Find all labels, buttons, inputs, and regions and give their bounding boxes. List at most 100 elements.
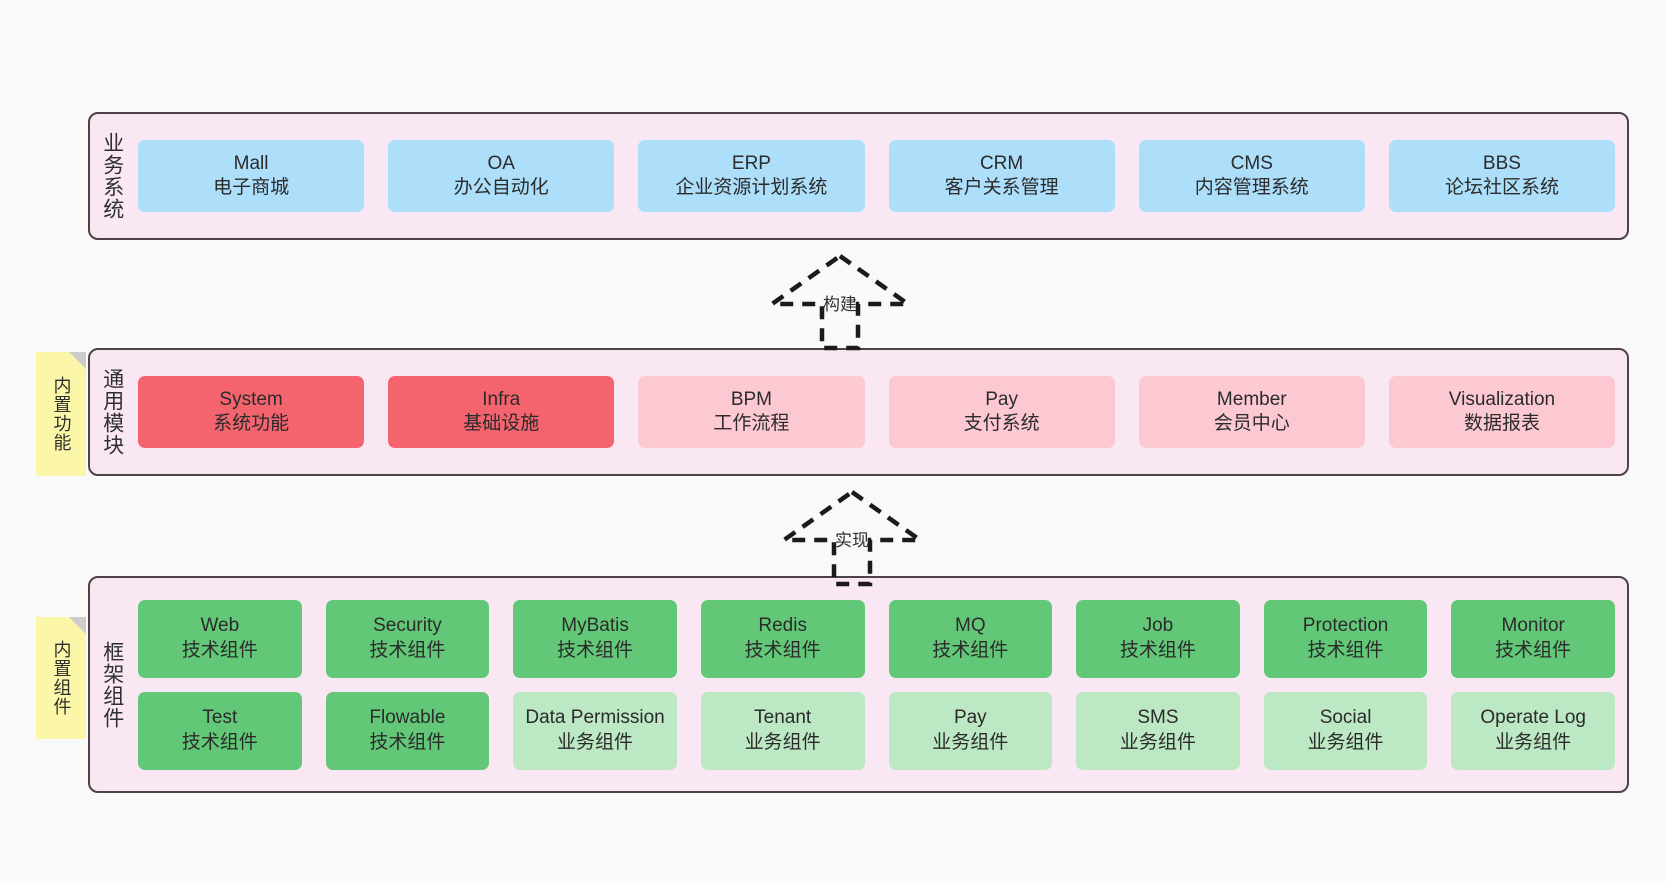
card-title: Redis <box>758 615 807 637</box>
layer-body-framework: Web 技术组件 Security 技术组件 MyBatis 技术组件 Redi… <box>134 578 1627 791</box>
card-subtitle: 技术组件 <box>369 639 446 661</box>
card-erp[interactable]: ERP 企业资源计划系统 <box>638 140 865 212</box>
note-fold-corner-icon <box>69 352 86 369</box>
connector-build: 构建 <box>760 253 920 351</box>
card-row: Test 技术组件 Flowable 技术组件 Data Permission … <box>138 691 1615 770</box>
card-subtitle: 技术组件 <box>1307 639 1384 661</box>
card-social[interactable]: Social 业务组件 <box>1263 691 1428 770</box>
card-subtitle: 技术组件 <box>932 639 1009 661</box>
card-subtitle: 技术组件 <box>181 639 258 661</box>
card-member[interactable]: Member 会员中心 <box>1138 376 1365 448</box>
layer-body-modules: System 系统功能 Infra 基础设施 BPM 工作流程 Pay 支付系统… <box>134 350 1627 474</box>
card-row: Web 技术组件 Security 技术组件 MyBatis 技术组件 Redi… <box>138 599 1615 678</box>
card-redis[interactable]: Redis 技术组件 <box>700 599 865 678</box>
card-protection[interactable]: Protection 技术组件 <box>1263 599 1428 678</box>
card-subtitle: 办公自动化 <box>453 177 549 198</box>
card-visualization[interactable]: Visualization 数据报表 <box>1388 376 1616 448</box>
dashed-hollow-arrow-up-icon <box>776 489 928 587</box>
card-subtitle: 技术组件 <box>181 731 258 753</box>
card-subtitle: 业务组件 <box>557 731 634 753</box>
card-mybatis[interactable]: MyBatis 技术组件 <box>513 599 677 678</box>
note-builtin-components: 内置组件 <box>36 617 86 739</box>
note-fold-corner-icon <box>69 617 86 634</box>
card-data-permission[interactable]: Data Permission 业务组件 <box>513 691 677 770</box>
layer-title-framework: 框架组件 <box>100 640 124 729</box>
card-title: BPM <box>730 388 773 410</box>
card-subtitle: 业务组件 <box>1495 731 1572 753</box>
card-infra[interactable]: Infra 基础设施 <box>388 376 615 448</box>
card-title: Pay <box>953 707 987 729</box>
card-subtitle: 技术组件 <box>1119 639 1196 661</box>
card-crm[interactable]: CRM 客户关系管理 <box>888 140 1115 212</box>
card-subtitle: 企业资源计划系统 <box>675 177 828 198</box>
card-sms[interactable]: SMS 业务组件 <box>1076 691 1240 770</box>
connector-implement: 实现 <box>772 489 932 587</box>
layer-title-business: 业务系统 <box>100 132 124 220</box>
card-title: CRM <box>979 152 1024 174</box>
card-title: Operate Log <box>1480 707 1586 729</box>
card-title: Member <box>1216 388 1287 410</box>
card-subtitle: 业务组件 <box>1119 731 1196 753</box>
layer-title-modules: 通用模块 <box>100 368 124 456</box>
card-title: Data Permission <box>525 707 665 729</box>
note-label: 内置组件 <box>51 640 72 716</box>
card-mq[interactable]: MQ 技术组件 <box>888 599 1053 678</box>
card-mall[interactable]: Mall 电子商城 <box>138 140 365 212</box>
card-title: Infra <box>482 388 521 410</box>
card-subtitle: 内容管理系统 <box>1194 177 1309 198</box>
card-title: Monitor <box>1501 615 1565 637</box>
layer-body-business: Mall 电子商城 OA 办公自动化 ERP 企业资源计划系统 CRM 客户关系… <box>134 114 1627 238</box>
card-subtitle: 业务组件 <box>1307 731 1384 753</box>
card-bbs[interactable]: BBS 论坛社区系统 <box>1388 140 1616 212</box>
card-test[interactable]: Test 技术组件 <box>138 691 302 770</box>
card-subtitle: 基础设施 <box>463 413 540 434</box>
dashed-hollow-arrow-up-icon <box>764 253 916 351</box>
card-oa[interactable]: OA 办公自动化 <box>388 140 615 212</box>
card-subtitle: 业务组件 <box>744 731 821 753</box>
card-title: Web <box>200 615 240 637</box>
card-subtitle: 电子商城 <box>213 177 290 198</box>
card-subtitle: 数据报表 <box>1463 413 1540 434</box>
card-tenant[interactable]: Tenant 业务组件 <box>700 691 865 770</box>
card-title: Visualization <box>1448 388 1556 410</box>
card-subtitle: 技术组件 <box>369 731 446 753</box>
note-builtin-functions: 内置功能 <box>36 352 86 476</box>
card-web[interactable]: Web 技术组件 <box>138 599 302 678</box>
connector-label: 构建 <box>823 295 857 314</box>
card-subtitle: 工作流程 <box>713 413 790 434</box>
card-system[interactable]: System 系统功能 <box>138 376 365 448</box>
card-operate-log[interactable]: Operate Log 业务组件 <box>1451 691 1615 770</box>
card-title: OA <box>487 152 515 174</box>
card-title: MQ <box>955 615 986 637</box>
connector-label: 实现 <box>835 531 869 550</box>
note-label: 内置功能 <box>51 376 72 452</box>
card-title: Pay <box>985 388 1018 410</box>
card-subtitle: 业务组件 <box>932 731 1009 753</box>
card-row: System 系统功能 Infra 基础设施 BPM 工作流程 Pay 支付系统… <box>138 376 1616 448</box>
card-subtitle: 客户关系管理 <box>944 177 1059 198</box>
card-title: BBS <box>1482 152 1521 174</box>
layer-common-modules: 通用模块 System 系统功能 Infra 基础设施 BPM 工作流程 Pay… <box>88 348 1629 476</box>
card-subtitle: 支付系统 <box>963 413 1040 434</box>
card-title: Job <box>1142 615 1174 637</box>
card-title: Test <box>202 707 238 729</box>
card-monitor[interactable]: Monitor 技术组件 <box>1451 599 1615 678</box>
card-flowable[interactable]: Flowable 技术组件 <box>325 691 490 770</box>
card-title: Flowable <box>369 707 446 729</box>
card-pay-component[interactable]: Pay 业务组件 <box>888 691 1053 770</box>
card-title: MyBatis <box>561 615 629 637</box>
layer-framework-components: 框架组件 Web 技术组件 Security 技术组件 MyBatis 技术组件… <box>88 576 1629 793</box>
card-title: Social <box>1319 707 1372 729</box>
card-row: Mall 电子商城 OA 办公自动化 ERP 企业资源计划系统 CRM 客户关系… <box>138 140 1616 212</box>
card-title: CMS <box>1230 152 1273 174</box>
card-title: Protection <box>1302 615 1389 637</box>
layer-business-systems: 业务系统 Mall 电子商城 OA 办公自动化 ERP 企业资源计划系统 CRM… <box>88 112 1629 240</box>
card-subtitle: 技术组件 <box>744 639 821 661</box>
card-job[interactable]: Job 技术组件 <box>1076 599 1240 678</box>
card-security[interactable]: Security 技术组件 <box>325 599 490 678</box>
card-pay-module[interactable]: Pay 支付系统 <box>888 376 1115 448</box>
card-title: ERP <box>731 152 771 174</box>
card-bpm[interactable]: BPM 工作流程 <box>638 376 865 448</box>
card-cms[interactable]: CMS 内容管理系统 <box>1138 140 1365 212</box>
